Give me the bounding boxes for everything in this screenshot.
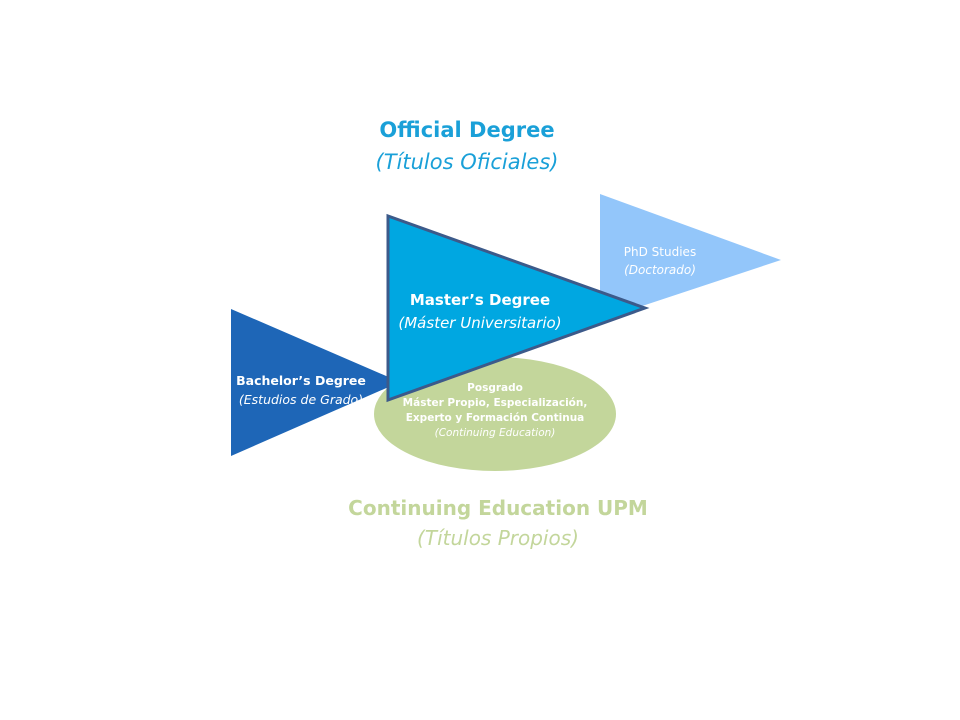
phd-title: PhD Studies	[623, 245, 697, 259]
posgrado-subtitle: (Continuing Education)	[434, 427, 556, 439]
posgrado-title: Posgrado	[467, 382, 523, 394]
phd-label: PhD Studies (Doctorado)	[600, 243, 720, 279]
bachelor-title: Bachelor’s Degree	[236, 373, 366, 388]
continuing-education-title: Continuing Education UPM	[348, 496, 648, 520]
phd-triangle	[600, 194, 781, 320]
official-degree-subtitle: (Títulos Oficiales)	[375, 150, 559, 174]
posgrado-label: Posgrado Máster Propio, Especialización,…	[375, 381, 615, 441]
posgrado-ellipse	[374, 357, 616, 471]
bachelor-triangle	[231, 309, 400, 456]
master-title: Master’s Degree	[409, 291, 551, 309]
posgrado-line1: Máster Propio, Especialización,	[402, 397, 588, 409]
bachelor-subtitle: (Estudios de Grado)	[238, 392, 364, 407]
official-degree-title: Official Degree	[379, 118, 555, 142]
phd-subtitle: (Doctorado)	[624, 263, 696, 277]
bachelor-label: Bachelor’s Degree (Estudios de Grado)	[232, 371, 370, 409]
master-triangle	[386, 213, 650, 403]
master-subtitle: (Máster Universitario)	[398, 314, 562, 332]
master-label: Master’s Degree (Máster Universitario)	[380, 289, 580, 335]
continuing-education-subtitle: (Títulos Propios)	[417, 526, 579, 550]
posgrado-line2: Experto y Formación Continua	[405, 412, 585, 424]
